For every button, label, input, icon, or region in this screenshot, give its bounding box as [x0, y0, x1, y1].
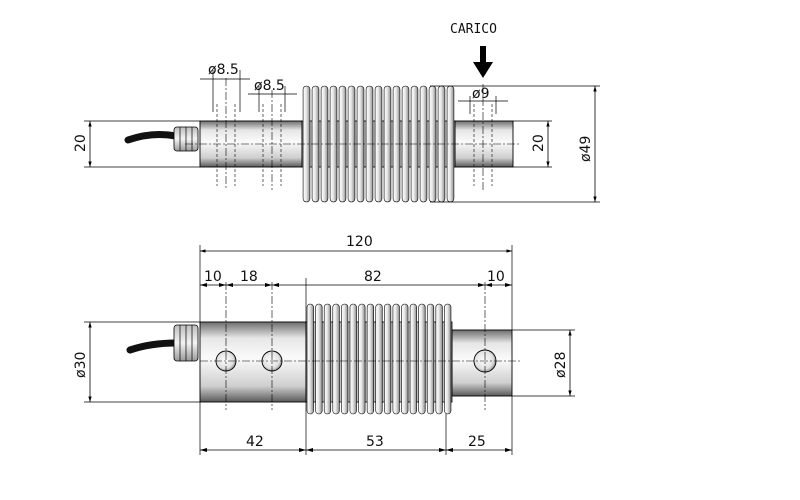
bellows-fin: [366, 303, 374, 415]
dim-seg-holes: 18: [240, 269, 258, 285]
dim-hole2: ø8.5: [254, 78, 285, 94]
bellows-fin: [435, 303, 443, 415]
dim-load-hole: ø9: [472, 86, 489, 102]
bellows-fin: [418, 303, 426, 415]
load-label: CARICO: [450, 22, 497, 37]
bellows-fin: [392, 303, 400, 415]
bellows-fin: [401, 303, 409, 415]
dim-hole1: ø8.5: [208, 62, 239, 78]
bellows-fin: [409, 303, 417, 415]
dim-seg-right: 10: [487, 269, 505, 285]
bellows-fin: [349, 303, 357, 415]
dim-bottom-mid: 53: [366, 434, 384, 450]
bellows-fin: [341, 303, 349, 415]
dim-overall: 120: [346, 234, 373, 250]
bellows-fin: [358, 303, 366, 415]
dim-right-height: 20: [531, 134, 547, 152]
top-view: CARICO ø8.5 ø8.5 ø9 20 20 ø49: [73, 22, 600, 203]
dim-seg-mid: 82: [364, 269, 382, 285]
dim-bottom-left: 42: [246, 434, 264, 450]
bellows-top: [301, 85, 456, 203]
cable-top: [124, 130, 180, 144]
bellows-fin: [306, 303, 314, 415]
bellows-fin: [444, 303, 452, 415]
bellows-fin: [323, 303, 332, 415]
dim-left-dia: ø30: [73, 352, 89, 378]
dim-right-dia: ø28: [553, 352, 569, 378]
left-block-front: [199, 321, 307, 403]
bellows-fin: [384, 303, 392, 415]
front-view: 120 10 18 82 10 42 53 25 ø30 ø28: [73, 234, 575, 455]
bellows-fin: [375, 303, 383, 415]
bellows-front: [305, 303, 453, 415]
dim-seg-left: 10: [204, 269, 222, 285]
dim-diameter: ø49: [578, 136, 594, 162]
bellows-fin: [332, 303, 340, 415]
bellows-fin: [315, 303, 323, 415]
bellows-fin: [426, 303, 435, 415]
cable-front: [126, 339, 180, 354]
dim-left-height: 20: [73, 134, 89, 152]
dim-bottom-right: 25: [468, 434, 486, 450]
